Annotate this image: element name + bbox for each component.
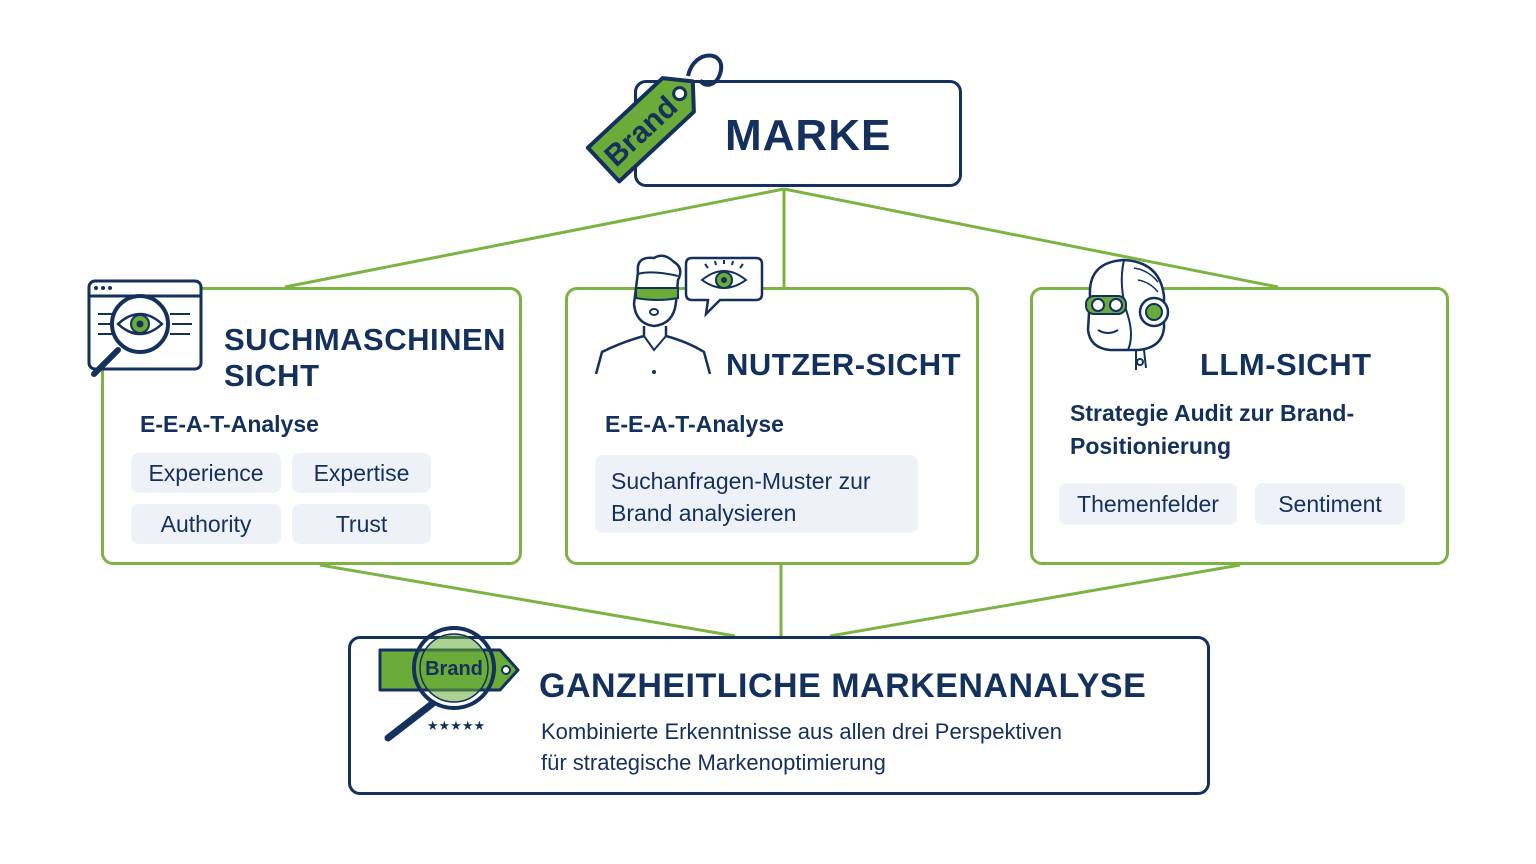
card-title: LLM-SICHT: [1200, 347, 1372, 382]
holistic-analysis-box: GANZHEITLICHE MARKENANALYSE Kombinierte …: [348, 636, 1210, 795]
robot-head-icon: [1085, 258, 1170, 370]
chip-themenfelder: Themenfelder: [1059, 483, 1237, 525]
chip-authority: Authority: [131, 504, 281, 544]
chip-experience: Experience: [131, 453, 281, 493]
brand-magnifier-stars-icon: Brand ★★★★★: [378, 626, 520, 742]
holistic-title: GANZHEITLICHE MARKENANALYSE: [539, 667, 1147, 705]
connector-top-right: [783, 187, 1279, 289]
card-title-line1: SUCHMASCHINEN: [224, 322, 507, 357]
card-subtitle: E-E-A-T-Analyse: [140, 411, 319, 437]
user-eye-bubble-icon: [594, 254, 764, 375]
connector-top-left: [284, 187, 785, 289]
rating-stars-icon: ★★★★★: [427, 719, 485, 734]
brand-title: MARKE: [725, 111, 892, 160]
card-subtitle: E-E-A-T-Analyse: [605, 411, 784, 437]
card-search-engine: SUCHMASCHINEN SICHT E-E-A-T-Analyse Expe…: [101, 287, 522, 565]
detail-text: Suchanfragen-Muster zur Brand analysiere…: [611, 468, 871, 526]
holistic-description: Kombinierte Erkenntnisse aus allen drei …: [541, 716, 1062, 778]
card-title-line2: SICHT: [224, 358, 320, 393]
brand-tag-icon: Brand: [585, 53, 724, 184]
chip-expertise: Expertise: [292, 453, 431, 493]
card-subtitle: Strategie Audit zur Brand-Positionierung: [1070, 400, 1355, 459]
chip-trust: Trust: [292, 504, 431, 544]
connector-bottom-left: [319, 563, 736, 638]
detail-chip: Suchanfragen-Muster zur Brand analysiere…: [595, 455, 918, 533]
card-user-view: NUTZER-SICHT E-E-A-T-Analyse Suchanfrage…: [565, 287, 979, 565]
browser-magnifier-eye-icon: [87, 279, 203, 377]
description-line1: Kombinierte Erkenntnisse aus allen drei …: [541, 719, 1062, 744]
chip-sentiment: Sentiment: [1255, 483, 1405, 525]
connector-bottom-right: [829, 563, 1241, 638]
card-title: NUTZER-SICHT: [726, 347, 962, 382]
brand-magnifier-label: Brand: [425, 658, 483, 680]
description-line2: für strategische Markenoptimierung: [541, 750, 886, 775]
